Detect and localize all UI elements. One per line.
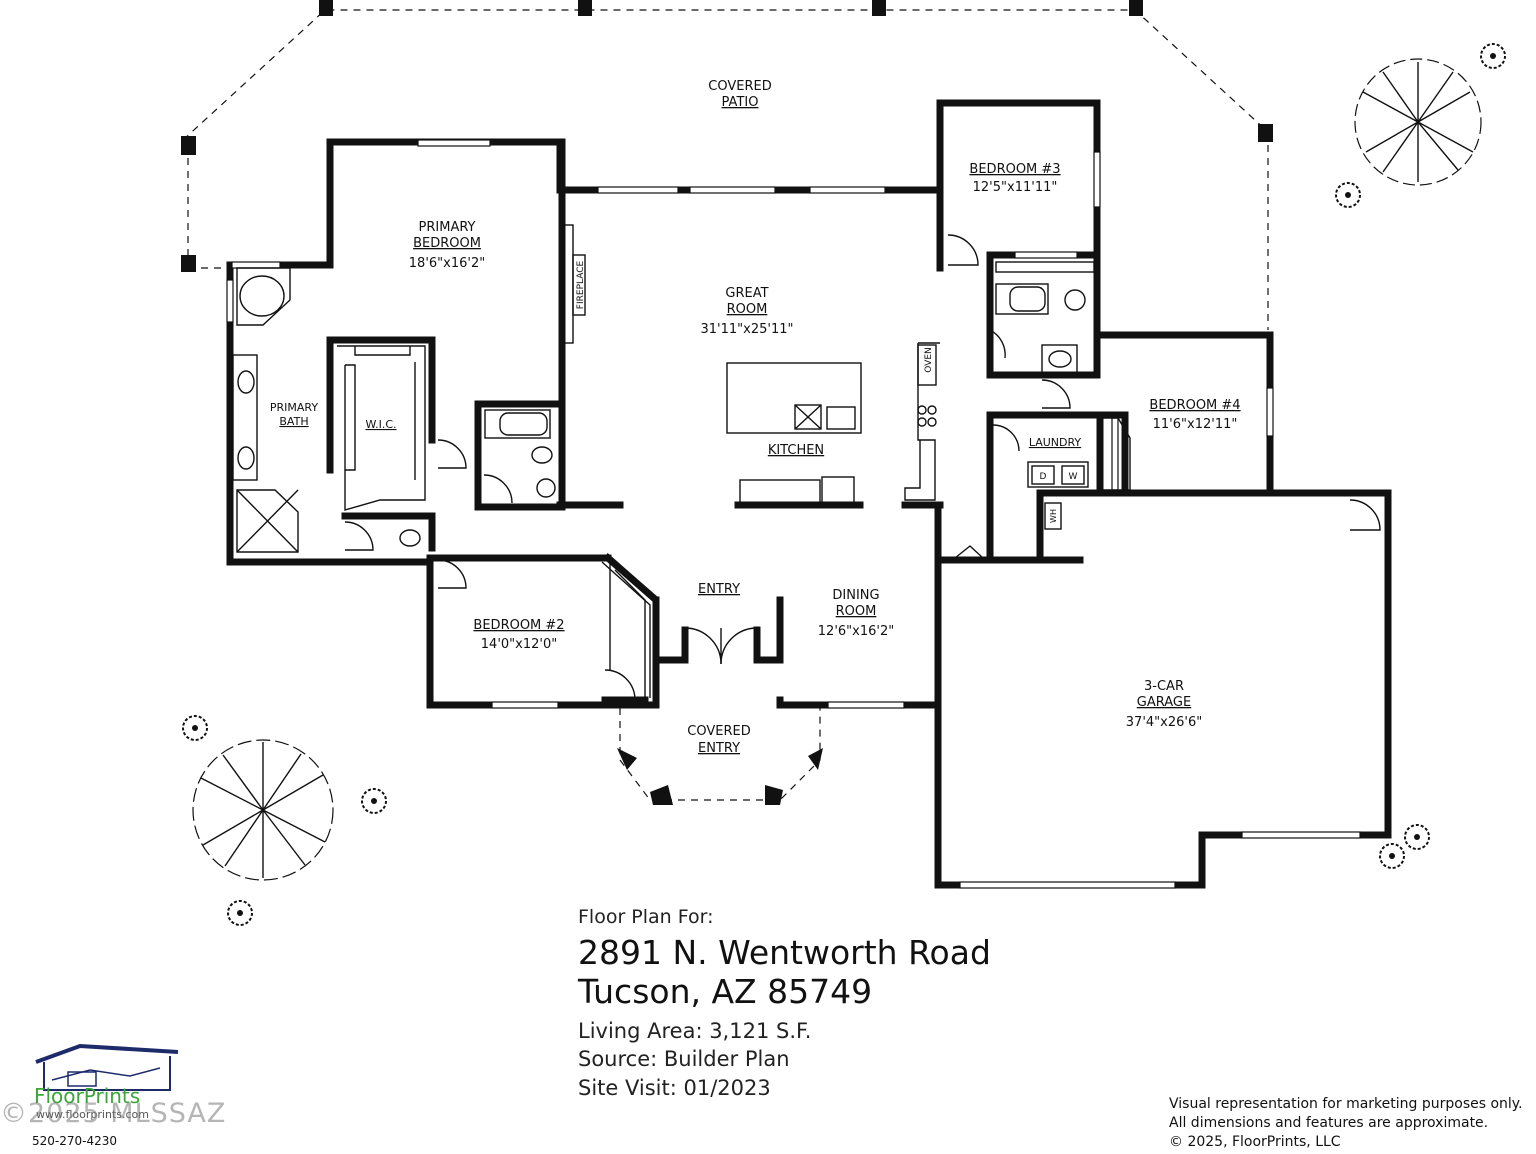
garage-label: 3-CAR — [1144, 679, 1184, 694]
dining-room-label: DINING — [832, 588, 879, 603]
dining-room-dims: 12'6"x16'2" — [818, 624, 894, 639]
laundry-label: LAUNDRY — [1029, 436, 1082, 449]
entry-label: ENTRY — [698, 582, 740, 597]
oven-label: OVEN — [924, 347, 934, 373]
primary-bedroom-label: PRIMARY — [419, 220, 476, 235]
address-line-1: 2891 N. Wentworth Road — [578, 933, 991, 972]
disclaimer-line-2: All dimensions and features are approxim… — [1169, 1115, 1489, 1131]
address-line-2: Tucson, AZ 85749 — [578, 972, 873, 1011]
room-labels: COVERED PATIO PRIMARY BEDROOM 18'6"x16'2… — [270, 79, 1241, 756]
covered-entry-label: COVERED — [687, 724, 750, 739]
logo-url: www.floorprints.com — [36, 1108, 149, 1121]
dryer-label: D — [1040, 472, 1047, 482]
covered-entry-label-2: ENTRY — [698, 741, 740, 756]
bedroom3-label: BEDROOM #3 — [969, 162, 1060, 177]
bedroom2-dims: 14'0"x12'0" — [481, 637, 557, 652]
shrub-icon — [1379, 843, 1405, 869]
covered-patio-label: COVERED — [708, 79, 771, 94]
garage-dims: 37'4"x26'6" — [1126, 715, 1202, 730]
water-heater-label: WH — [1049, 509, 1058, 523]
doors — [344, 234, 1381, 701]
shrub-icon — [227, 900, 253, 926]
source: Source: Builder Plan — [578, 1047, 790, 1071]
logo-brand: FloorPrints — [34, 1084, 141, 1108]
shrub-icon — [182, 715, 208, 741]
bedroom4-dims: 11'6"x12'11" — [1153, 417, 1238, 432]
bedroom4-label: BEDROOM #4 — [1149, 398, 1240, 413]
floorprints-logo: FloorPrints www.floorprints.com 520-270-… — [30, 1040, 190, 1150]
windows — [226, 139, 1361, 889]
logo-phone: 520-270-4230 — [32, 1134, 118, 1148]
info-heading: Floor Plan For: — [578, 906, 714, 928]
shrub-icon — [361, 788, 387, 814]
primary-bedroom-dims: 18'6"x16'2" — [409, 256, 485, 271]
tree-icon — [192, 739, 334, 881]
great-room-label: GREAT — [725, 286, 768, 301]
fixtures — [232, 224, 1131, 805]
disclaimer-line-1: Visual representation for marketing purp… — [1169, 1096, 1523, 1112]
primary-bath-label-2: BATH — [279, 415, 308, 428]
mls-watermark: ©2025 MLSSAZ — [0, 1098, 227, 1129]
landscaping — [182, 43, 1506, 926]
washer-label: W — [1069, 472, 1078, 482]
dining-room-label-2: ROOM — [836, 604, 877, 619]
house-logo-icon — [35, 1043, 179, 1091]
walls — [226, 99, 1392, 889]
bedroom3-dims: 12'5"x11'11" — [973, 180, 1058, 195]
kitchen-label: KITCHEN — [768, 443, 824, 458]
covered-patio-outline — [181, 0, 1273, 330]
shrub-icon — [1480, 43, 1506, 69]
wic-label: W.I.C. — [365, 418, 396, 431]
copyright-line: © 2025, FloorPrints, LLC — [1169, 1134, 1341, 1150]
covered-patio-label-2: PATIO — [722, 95, 759, 110]
primary-bath-label: PRIMARY — [270, 401, 318, 414]
great-room-label-2: ROOM — [727, 302, 768, 317]
bedroom2-label: BEDROOM #2 — [473, 618, 564, 633]
site-visit: Site Visit: 01/2023 — [578, 1076, 771, 1100]
fireplace-label: FIREPLACE — [576, 260, 586, 309]
living-area: Living Area: 3,121 S.F. — [578, 1019, 812, 1043]
shrub-icon — [1335, 182, 1361, 208]
great-room-dims: 31'11"x25'11" — [701, 322, 794, 337]
tree-icon — [1354, 58, 1482, 186]
shrub-icon — [1404, 824, 1430, 850]
garage-label-2: GARAGE — [1137, 695, 1191, 710]
primary-bedroom-label-2: BEDROOM — [413, 236, 481, 251]
